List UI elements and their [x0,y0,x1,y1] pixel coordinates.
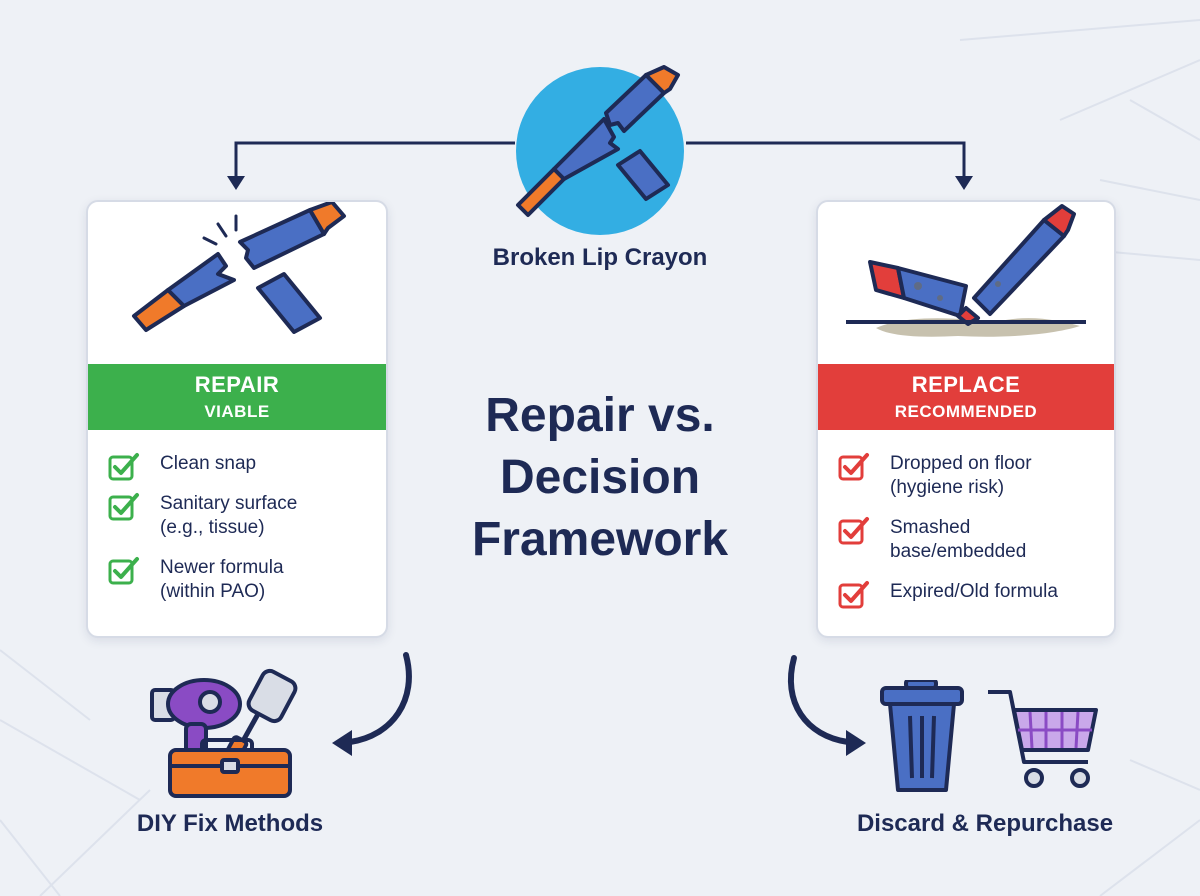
dirty-crayon-icon [846,204,1086,337]
green-check-icon [108,557,139,585]
repair-criterion: Clean snap [108,452,364,481]
framework-title: Repair vs. Decision Framework [471,389,729,566]
discard-icons [880,680,1098,792]
top-node-label: Broken Lip Crayon [492,244,708,271]
repair-criterion: Newer formula (within PAO) [108,556,364,604]
replace-banner-title: REPLACE [911,372,1021,397]
replace-banner: REPLACE RECOMMENDED [818,364,1114,430]
green-check-icon [108,493,139,521]
red-check-icon [838,581,869,609]
repair-criterion: Sanitary surface (e.g., tissue) [108,492,364,540]
green-check-icon [108,453,139,481]
curve-arrow-diy [347,652,412,745]
snapped-crayon-icon [132,202,346,334]
repair-card: REPAIR VIABLE Clean snap Sanitary surfac… [86,200,388,638]
replace-criterion: Dropped on floor (hygiene risk) [838,452,1094,500]
hair-dryer-icon [150,678,242,756]
diy-label: DIY Fix Methods [136,810,324,837]
repair-banner-subtitle: VIABLE [204,402,270,421]
replace-criteria-list: Dropped on floor (hygiene risk) Smashed … [838,452,1094,620]
trash-can-icon [880,680,964,792]
repair-banner-title: REPAIR [194,372,280,397]
curve-arrow-discard [787,655,851,745]
replace-criterion: Smashed base/embedded [838,516,1094,564]
replace-criterion: Expired/Old formula [838,580,1094,609]
discard-label: Discard & Repurchase [856,810,1114,837]
diy-tools-icons [150,668,298,798]
connector-to-repair [234,141,515,178]
shopping-cart-icon [988,690,1098,788]
toolbox-icon [168,738,292,798]
red-check-icon [838,517,869,545]
repair-banner: REPAIR VIABLE [88,364,386,430]
replace-card: REPLACE RECOMMENDED Dropped on floor (hy… [816,200,1116,638]
red-check-icon [838,453,869,481]
connector-to-replace-head [227,176,245,190]
replace-banner-subtitle: RECOMMENDED [894,402,1038,421]
repair-criteria-list: Clean snap Sanitary surface (e.g., tissu… [108,452,364,620]
broken-crayon-icon [516,65,684,235]
connector-to-replace [686,141,966,178]
